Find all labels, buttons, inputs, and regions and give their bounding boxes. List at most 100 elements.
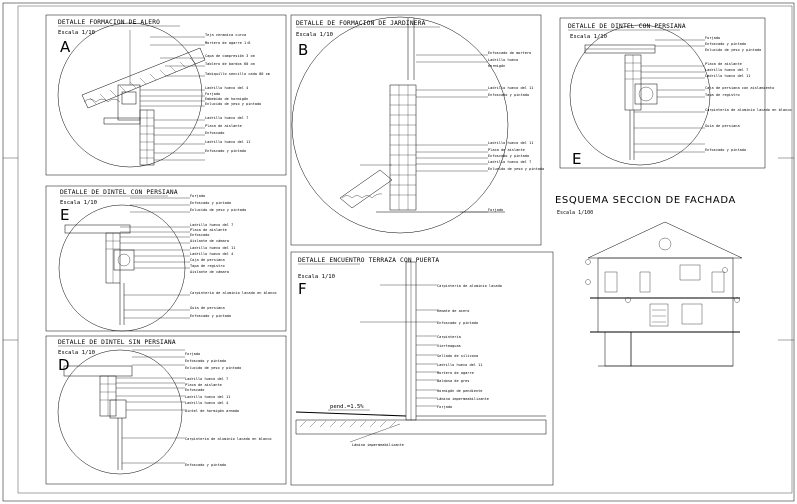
label: Enlucido de yeso y pintado <box>488 167 544 171</box>
label: Placa de aislante <box>205 124 242 128</box>
label: Placa de aislante <box>190 228 227 232</box>
scheme-roof <box>587 221 743 259</box>
label: Ladrillo hueco del 11 <box>205 140 250 144</box>
label: Ladrillo hueco del 4 <box>185 401 228 405</box>
detail-f-scale: Escala 1/10 <box>298 274 335 280</box>
label: Placa de aislante <box>705 62 742 66</box>
label: Enfoscado y pintado <box>185 463 226 467</box>
label: Enfoscado y pintado <box>437 321 478 325</box>
label: Hormigón de pendiente <box>437 389 482 393</box>
label: Ladrillo hueco del 11 <box>488 86 533 90</box>
detail-a-letter: A <box>60 38 71 56</box>
label: Enfoscado <box>205 131 224 135</box>
label: Mortero de agarre <box>437 371 474 375</box>
slope-label: pend.=1.5% <box>330 404 364 410</box>
label: Forjado <box>705 36 720 40</box>
label: Carpintería de aluminio lacado <box>437 284 502 288</box>
label: Enfoscado y pintado <box>185 359 226 363</box>
detail-c-circle <box>569 24 711 166</box>
detail-e-title: DETALLE DE DINTEL SIN PERSIANA <box>58 339 176 346</box>
label: Dintel de hormigón armado <box>185 409 239 413</box>
marker-a <box>585 259 591 265</box>
label: Mortero de agarre 1:6 <box>205 41 250 45</box>
label: Remate de acero <box>437 309 469 313</box>
label: Enlucido de yeso y pintado <box>705 48 761 52</box>
label: Enfoscado y pintado <box>488 93 529 97</box>
detail-f-letter: F <box>298 280 307 298</box>
label: Enfoscado de mortero <box>488 51 531 55</box>
detail-b-letter: B <box>298 41 308 59</box>
detail-c-frame <box>559 17 766 169</box>
label: Capa de compresión 3 cm <box>205 54 255 58</box>
label: Lámina impermeabilizante <box>352 443 404 447</box>
detail-a-scale: Escala 1/10 <box>58 30 95 36</box>
label: Enfoscado y pintado <box>190 314 231 318</box>
label: Guía de persiana <box>705 124 740 128</box>
detail-a-circle <box>57 22 203 168</box>
label: Caja de persiana <box>190 258 225 262</box>
detail-a-frame <box>45 14 287 176</box>
label: Enlucido de yeso y pintado <box>190 208 246 212</box>
label: Ladrillo hueco del 7 <box>705 68 748 72</box>
label: Guía de persiana <box>190 306 225 310</box>
detail-c: DETALLE DE DINTEL CON PERSIANA Escala 1/… <box>559 17 792 169</box>
label: Ladrillo hueco del 7 <box>488 160 531 164</box>
label: Caja de persiana con aislamiento <box>705 86 774 90</box>
label: Tabiquillo sencillo cada 80 cm <box>205 72 270 76</box>
label: Carpintería de aluminio lacado en blanco <box>185 437 272 441</box>
label: Ladrillo hueco del 7 <box>205 116 248 120</box>
label: Ladrillo hueco del 7 <box>190 223 233 227</box>
inner-border <box>17 5 793 494</box>
scheme-title: ESQUEMA SECCION DE FACHADA <box>555 195 736 206</box>
label: Ladrillo hueco del 4 <box>205 86 248 90</box>
label: Enfoscado y pintado <box>190 201 231 205</box>
detail-b-title: DETALLE DE FORMACION DE JARDINERA <box>296 20 426 27</box>
label: Carpintería de aluminio lacado en blanco <box>705 108 792 112</box>
label: Enfoscado y pintado <box>205 149 246 153</box>
label: Enlucido de yeso y pintado <box>185 366 241 370</box>
detail-d-frame <box>45 185 287 332</box>
label: Enlucido de yeso y pintado <box>205 102 261 106</box>
detail-d-letter: E <box>60 206 69 224</box>
label: Ladrillo hueco del 11 <box>185 395 230 399</box>
detail-e-frame <box>45 335 287 485</box>
detail-b-frame <box>290 14 542 246</box>
label: Forjado <box>205 92 220 96</box>
label: Tapa de registro <box>190 264 225 268</box>
label: Ladrillo hueco del 11 <box>190 246 235 250</box>
detail-c-scale: Escala 1/10 <box>570 34 607 40</box>
label: Enfoscado <box>185 388 204 392</box>
label: Enfoscado y pintado <box>705 148 746 152</box>
label: Carpintería <box>437 335 461 339</box>
detail-e-circle <box>57 349 183 475</box>
label: Tapa de registro <box>705 93 740 97</box>
label: Ladrillo hueco del 11 <box>705 74 750 78</box>
detail-b: DETALLE DE FORMACION DE JARDINERA Escala… <box>290 14 544 246</box>
label: Hormigón <box>488 64 505 68</box>
label: Baldosa de gres <box>437 379 469 383</box>
label: Placa de aislante <box>488 148 525 152</box>
label: Ladrillo hueco del 7 <box>185 377 228 381</box>
label: Embebido de hormigón <box>205 97 248 101</box>
label: Enfoscado y pintado <box>488 154 529 158</box>
detail-b-scale: Escala 1/10 <box>296 32 333 38</box>
detail-e-letter: D <box>58 356 70 374</box>
detail-b-circle <box>291 16 509 234</box>
scheme-lower-floor <box>597 297 734 333</box>
detail-a-title: DETALLE FORMACION DE ALERO <box>58 19 160 26</box>
label: Tablero de bardos 60 cm <box>205 62 255 66</box>
detail-e: DETALLE DE DINTEL SIN PERSIANA Escala 1/… <box>45 335 287 485</box>
label: Ladrillo hueco del 11 <box>437 363 482 367</box>
detail-e-scale: Escala 1/10 <box>58 350 95 356</box>
label: Forjado <box>488 208 503 212</box>
label: Aislante de cámara <box>190 270 229 274</box>
detail-d-title: DETALLE DE DINTEL CON PERSIANA <box>60 189 178 196</box>
detail-f-frame <box>290 251 554 486</box>
scheme-scale: Escala 1/100 <box>557 210 593 216</box>
detail-c-title: DETALLE DE DINTEL CON PERSIANA <box>568 23 686 30</box>
label: Forjado <box>190 194 205 198</box>
label: Ladrillo hueco del 4 <box>190 252 233 256</box>
detail-d-scale: Escala 1/10 <box>60 200 97 206</box>
